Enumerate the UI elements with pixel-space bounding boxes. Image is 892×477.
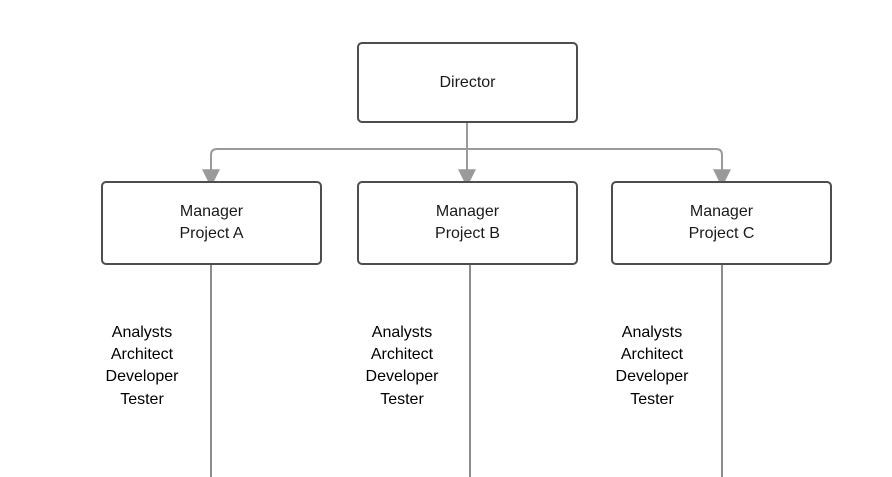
node-director[interactable]: Director (357, 42, 578, 123)
role-item: Architect (620, 346, 684, 364)
node-manager-project-c-label: Manager Project C (688, 203, 755, 242)
node-manager-project-a[interactable]: Manager Project A (101, 181, 322, 265)
edge-director-to-manager-a (202, 148, 467, 188)
role-item: Tester (380, 390, 424, 408)
role-item: Tester (120, 390, 164, 408)
role-item: Architect (110, 346, 174, 364)
node-director-label: Director (439, 73, 496, 91)
role-item: Analysts (621, 324, 683, 341)
role-item: Analysts (371, 324, 433, 341)
node-manager-project-b[interactable]: Manager Project B (357, 181, 578, 265)
role-group-project-b: Analysts Architect Developer Tester (342, 322, 462, 411)
role-item: Tester (630, 390, 674, 408)
node-manager-project-c[interactable]: Manager Project C (611, 181, 832, 265)
role-item: Analysts (111, 324, 173, 341)
role-item: Developer (365, 368, 439, 386)
node-manager-project-b-label: Manager Project B (435, 203, 500, 242)
edge-director-to-manager-c (467, 148, 731, 188)
role-item: Developer (615, 368, 689, 386)
role-group-project-a: Analysts Architect Developer Tester (82, 322, 202, 411)
role-item: Architect (370, 346, 434, 364)
node-manager-project-a-label: Manager Project A (179, 203, 244, 242)
role-item: Developer (105, 368, 179, 386)
role-group-project-c: Analysts Architect Developer Tester (592, 322, 712, 411)
